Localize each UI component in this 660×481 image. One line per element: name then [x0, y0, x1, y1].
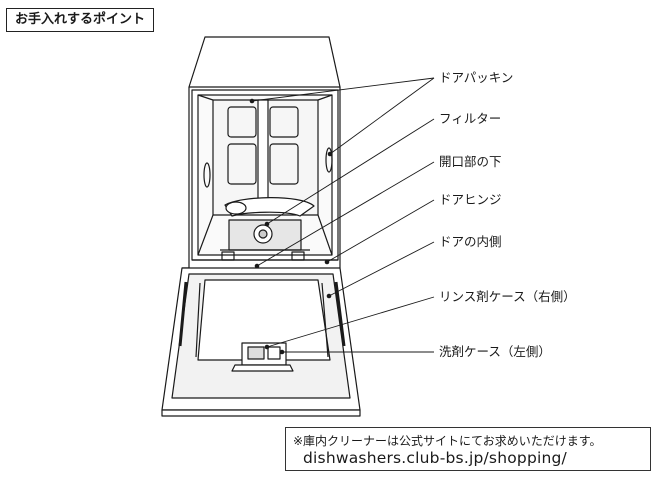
- label-rinse-case: リンス剤ケース（右側）: [439, 289, 576, 304]
- leader-door-packing: [329, 77, 435, 155]
- cabinet-left-side: [182, 87, 190, 269]
- label-door-hinge: ドアヒンジ: [439, 192, 502, 207]
- rear-panel: [227, 106, 257, 138]
- shopping-url[interactable]: dishwashers.club-bs.jp/shopping/: [303, 449, 567, 467]
- leader-door-inside: [328, 241, 435, 297]
- rear-panel: [227, 143, 257, 185]
- rear-panel: [269, 106, 299, 138]
- spray-arm: [224, 197, 315, 217]
- spray-pipe: [257, 99, 269, 211]
- leader-rinse-case: [266, 296, 435, 348]
- leader-door-packing: [251, 77, 435, 102]
- label-under-opening: 開口部の下: [439, 154, 502, 169]
- leader-filter: [266, 118, 435, 225]
- label-detergent-case: 洗剤ケース（左側）: [439, 344, 551, 359]
- door-front-edge: [161, 409, 361, 417]
- cabinet-top: [188, 36, 341, 88]
- door-inner-panel: [197, 279, 331, 361]
- label-door-inside: ドアの内側: [439, 234, 502, 249]
- section-title: お手入れするポイント: [6, 8, 155, 32]
- note-box: ※庫内クリーナーは公式サイトにてお求めいただけます。 dishwashers.c…: [285, 427, 651, 471]
- note-text: ※庫内クリーナーは公式サイトにてお求めいただけます。: [293, 434, 602, 448]
- rear-panel: [269, 143, 299, 185]
- leader-door-hinge: [326, 199, 435, 263]
- leader-under-opening: [256, 161, 435, 267]
- label-door-packing: ドアパッキン: [439, 70, 514, 85]
- label-filter: フィルター: [439, 111, 502, 126]
